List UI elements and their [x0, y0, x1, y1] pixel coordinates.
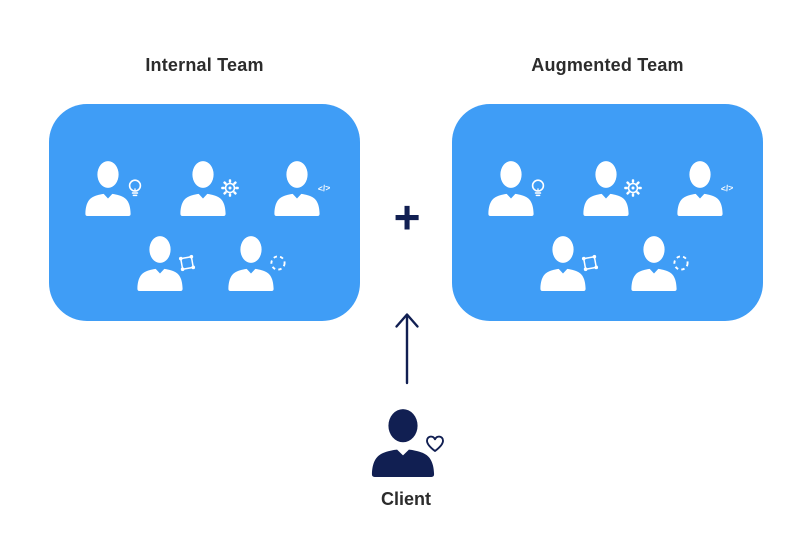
team-member [180, 161, 240, 216]
team-member [540, 236, 600, 291]
person-icon [488, 161, 534, 216]
client-label: Client [380, 489, 431, 509]
team-member [583, 161, 643, 216]
augmented-team-box [452, 104, 763, 321]
dashed-circle-icon [673, 255, 689, 271]
person-icon [228, 236, 274, 291]
team-member [85, 161, 142, 216]
vector-square-icon [177, 253, 197, 273]
team-member [228, 236, 286, 291]
vector-square-icon [580, 253, 600, 273]
person-icon [540, 236, 586, 291]
dashed-circle-icon [270, 255, 286, 271]
code-icon [720, 182, 734, 194]
gear-icon [623, 178, 643, 198]
team-member [137, 236, 197, 291]
internal-team-title: Internal Team [145, 55, 264, 75]
team-member [631, 236, 689, 291]
heart-icon [426, 435, 444, 452]
plus-icon: + [393, 191, 421, 243]
team-member [274, 161, 331, 216]
team-member [488, 161, 545, 216]
augmented-team-title: Augmented Team [531, 55, 684, 75]
gear-icon [220, 178, 240, 198]
team-member [677, 161, 734, 216]
code-icon [317, 182, 331, 194]
lightbulb-icon [531, 179, 545, 197]
person-icon [274, 161, 320, 216]
person-icon [137, 236, 183, 291]
person-icon [677, 161, 723, 216]
person-icon [85, 161, 131, 216]
person-icon [631, 236, 677, 291]
internal-team-box [49, 104, 360, 321]
person-icon [583, 161, 629, 216]
person-icon [180, 161, 226, 216]
lightbulb-icon [128, 179, 142, 197]
arrow-up-icon [395, 313, 419, 385]
